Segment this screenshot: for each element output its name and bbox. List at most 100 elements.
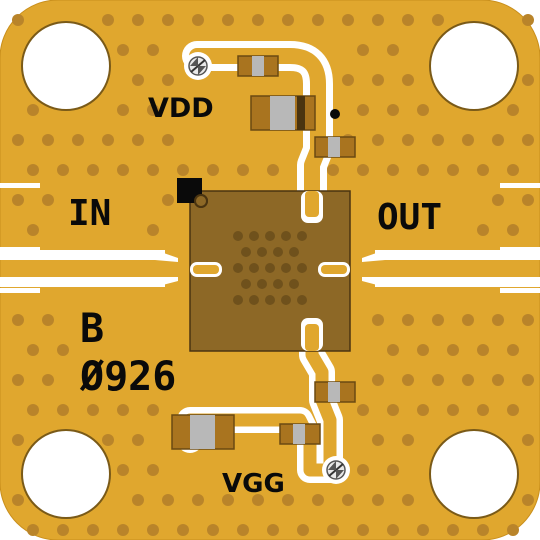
label-vgg: VGG [222,469,285,499]
via [177,524,189,536]
via [387,344,399,356]
rf-in-gap-top [0,250,165,260]
via [507,404,519,416]
via [372,314,384,326]
vdd-screw-pad-icon [184,52,212,80]
via [252,494,264,506]
label-out: OUT [377,197,442,238]
via [117,44,129,56]
via [27,524,39,536]
via [447,404,459,416]
via [462,314,474,326]
via [162,134,174,146]
via [132,74,144,86]
via [417,164,429,176]
via [402,374,414,386]
chip-via [281,231,291,241]
chip-via [273,247,283,257]
via [492,314,504,326]
via [387,404,399,416]
chip-via [249,263,259,273]
via [27,224,39,236]
via [282,494,294,506]
via [222,14,234,26]
via [507,524,519,536]
via [192,494,204,506]
via [507,164,519,176]
via [12,14,24,26]
via [57,524,69,536]
via [222,494,234,506]
label-in: IN [68,193,111,234]
via [447,344,459,356]
chip-via [257,279,267,289]
via [417,524,429,536]
via [357,524,369,536]
chip-via [241,279,251,289]
via [42,314,54,326]
chip-via [281,263,291,273]
via [117,524,129,536]
via [432,134,444,146]
via [117,104,129,116]
via [507,224,519,236]
via [207,524,219,536]
via [432,314,444,326]
vgg-screw-pad-icon [322,456,350,484]
via [132,14,144,26]
via [12,374,24,386]
via [267,524,279,536]
via [387,164,399,176]
via [42,374,54,386]
via [417,344,429,356]
via [372,434,384,446]
edge-slots [0,183,540,293]
via [102,134,114,146]
via [147,44,159,56]
via [327,524,339,536]
via [342,494,354,506]
chip-via [265,231,275,241]
via [462,134,474,146]
label-date: Ø926 [79,354,176,400]
via [237,524,249,536]
via [417,104,429,116]
via [447,164,459,176]
via [132,134,144,146]
via [312,14,324,26]
via [477,224,489,236]
via [402,494,414,506]
via [522,374,534,386]
via [192,14,204,26]
via [27,104,39,116]
chip-via [297,231,307,241]
via [402,434,414,446]
via [372,494,384,506]
via [27,164,39,176]
via [72,134,84,146]
via [117,164,129,176]
mount-hole-top-left [21,21,111,111]
via [357,44,369,56]
via [177,164,189,176]
chip-via [289,247,299,257]
via [477,524,489,536]
capacitor-c6 [279,423,321,445]
capacitor-c2 [250,95,316,131]
via [162,74,174,86]
via [237,164,249,176]
via [162,494,174,506]
via [357,464,369,476]
via [12,134,24,146]
via [12,434,24,446]
via [12,194,24,206]
via [327,164,339,176]
via [102,434,114,446]
via [132,434,144,446]
capacitor-c5 [171,414,235,450]
chip-via [249,295,259,305]
via [522,194,534,206]
via [402,74,414,86]
via [132,494,144,506]
via [507,104,519,116]
